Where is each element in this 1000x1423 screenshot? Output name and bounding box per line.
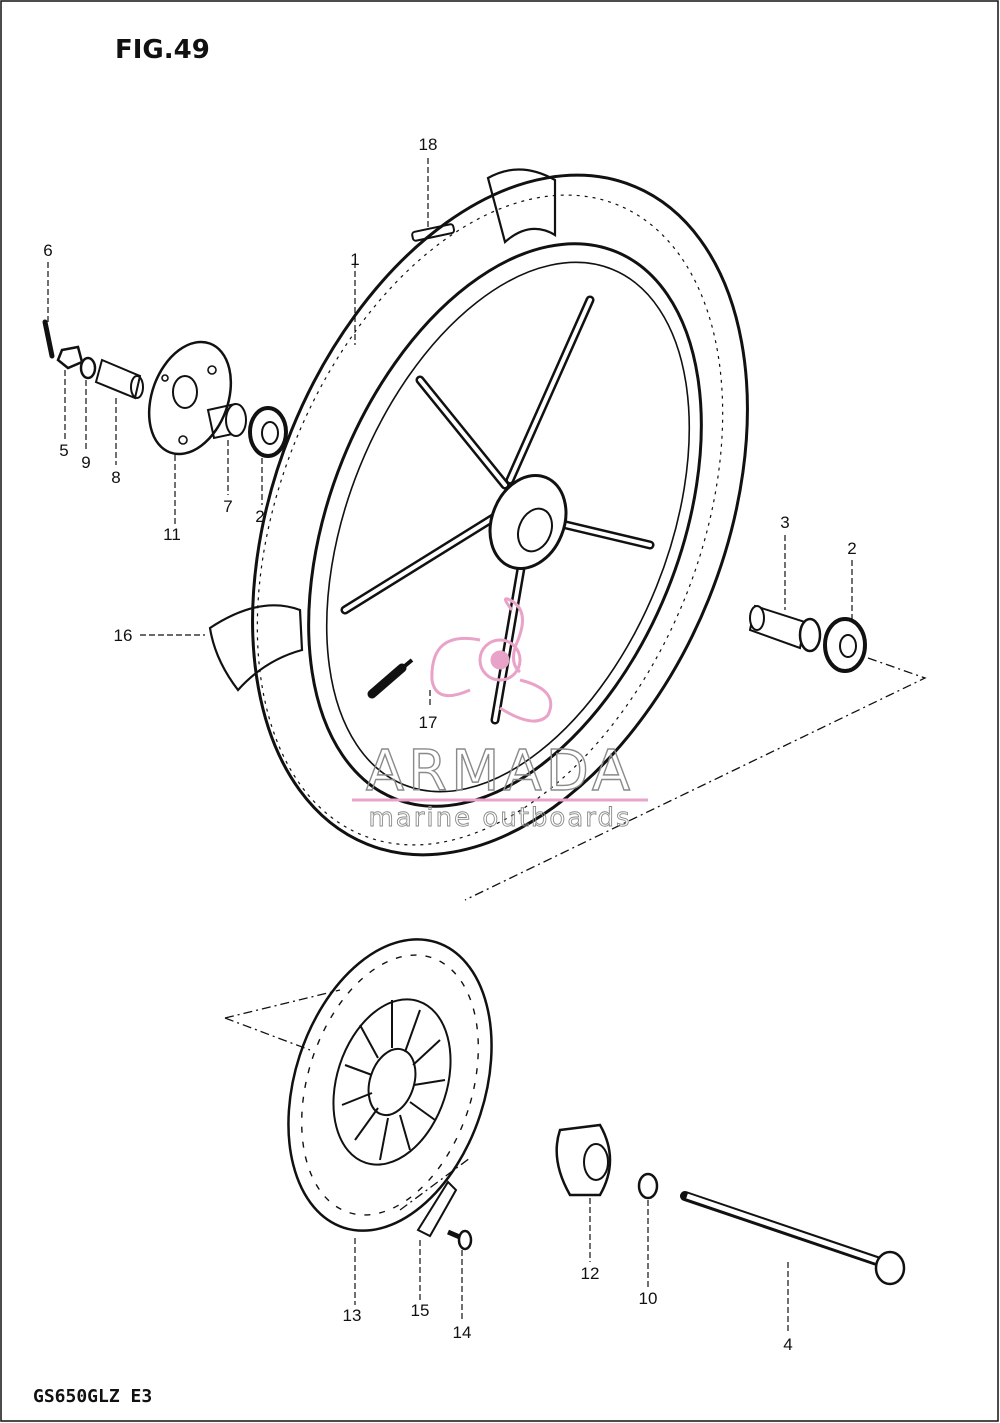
tire-tread [256,194,724,846]
callout-13: 13 [343,1306,362,1325]
disc-retainer [555,1123,612,1197]
left-hub-assembly [42,319,288,458]
callout-7: 7 [223,497,232,516]
axle-spacer-right [748,604,822,653]
wheel-bearing-right [823,617,867,673]
watermark-tagline: marine outboards [368,803,631,833]
callout-8: 8 [111,468,120,487]
callout-10: 10 [639,1289,658,1308]
callout-5: 5 [59,441,68,460]
axle-spacer [94,358,144,400]
callout-labels: 18 1 6 5 9 8 11 7 2 3 2 16 17 13 15 14 1… [43,135,856,1354]
callout-12: 12 [581,1264,600,1283]
callout-2-left: 2 [255,507,264,526]
tire-cutaway-top [486,168,557,244]
rim-inner [325,261,691,793]
tire-cutaway-bottom [208,604,304,692]
callout-18: 18 [419,135,438,154]
tire-outer-edge [251,173,749,857]
washer [79,356,97,380]
gearbox-plate [147,340,233,456]
callout-14: 14 [453,1323,472,1342]
front-axle [680,1191,906,1286]
balancer-weight [411,223,456,242]
callout-17: 17 [419,713,438,732]
model-code: GS650GLZ E3 [33,1386,152,1407]
alignment-line-right [464,657,927,901]
wheel-bearing-left [248,406,288,458]
callout-15: 15 [411,1301,430,1320]
leader-lines [47,158,853,1332]
wheel-hub [488,473,568,571]
callout-3: 3 [780,513,789,532]
callout-16: 16 [114,626,133,645]
hub-spacer [206,402,247,440]
callout-4: 4 [783,1335,792,1354]
disc-bolt [447,1229,473,1251]
figure-title: FIG.49 [115,35,210,65]
callout-11: 11 [163,525,181,544]
callout-6: 6 [43,241,52,260]
lock-washer [416,1180,458,1238]
watermark-brand: ARMADA [366,739,634,804]
callout-9: 9 [81,453,90,472]
brake-disc [224,938,493,1232]
callout-2-right: 2 [847,539,856,558]
alignment-line-disc [224,989,341,1019]
hub-bore [517,507,553,553]
callout-1: 1 [350,250,359,269]
armada-logo-icon [430,597,553,723]
tire-valve [367,658,414,699]
cotter-pin [42,319,55,359]
right-hub-assembly [464,604,927,901]
axle-washer [637,1172,659,1200]
axle-nut [56,345,84,370]
armada-watermark: ARMADA marine outboards [352,597,648,833]
